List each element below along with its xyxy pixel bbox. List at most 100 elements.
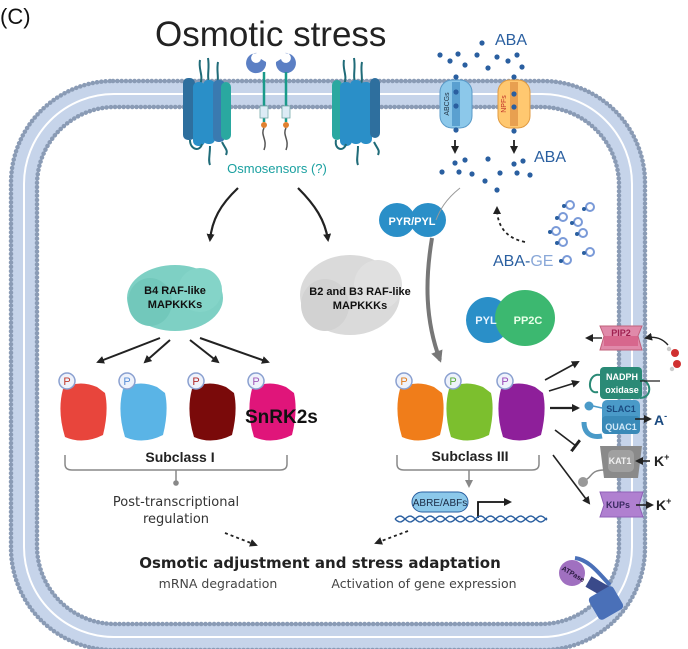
arrow-subclass-i-2 (143, 339, 171, 364)
subclass-iii-target-arrows (544, 361, 591, 505)
phospho-label: P (449, 376, 456, 388)
aba-molecules-inside (439, 156, 533, 193)
quac1-label: QUAC1 (605, 422, 637, 432)
pp2c-label: PP2C (514, 315, 543, 327)
h2o2-molecule (666, 346, 681, 372)
phospho-badge (247, 372, 265, 390)
post-transcriptional-line1: Post-transcriptional (113, 495, 239, 510)
subclass-i-kinase-4: P (247, 372, 296, 441)
kat1-channel: KAT1 K+ (578, 446, 669, 487)
arrow-to-pip2 (544, 361, 580, 381)
pyr-pyl-label: PYR/PYL (388, 216, 435, 228)
subclass-iii-kinase-2: P (444, 372, 493, 441)
panel-label: (C) (0, 4, 31, 29)
aba-ge-label-aba: ABA- (493, 253, 530, 270)
osmosensors-label: Osmosensors (?) (227, 161, 327, 176)
phospho-label: P (501, 376, 508, 388)
subclass-iii-bracket (396, 455, 540, 471)
nadph-label-line2: oxidase (605, 385, 639, 395)
b23-label-line1: B2 and B3 RAF-like (309, 286, 410, 298)
subclass-i-stem-dot (173, 480, 179, 486)
kup-transporter: KUPs K+ (599, 491, 671, 518)
subclass-i-kinase-1: P (58, 372, 107, 441)
kinase-body (60, 383, 107, 441)
pyl-label: PYL (475, 315, 497, 327)
arrow-subclass-i-4 (199, 337, 270, 364)
slac1-quac1-channel: SLAC1 QUAC1 A- (581, 400, 667, 439)
membrane-inner-heads (34, 104, 622, 627)
b23-label-line2: MAPKKKs (333, 300, 387, 312)
aba-ge-anchors (548, 204, 586, 263)
kat1-k-label: K+ (654, 452, 669, 469)
kinase-body (249, 383, 296, 441)
arrow-to-b4-mapkkks (206, 187, 239, 242)
transcription-start-arrow (477, 498, 512, 518)
kup-k-symbol: K (656, 497, 666, 513)
dna-strand-2 (394, 515, 548, 523)
aba-ge-label: ABA-GE (493, 253, 553, 270)
aba-binding-line (435, 187, 461, 221)
h2o2-to-pip2-arrow (644, 332, 669, 346)
outcome-title: Osmotic adjustment and stress adaptation (139, 554, 501, 572)
membrane-channel-left (183, 57, 231, 166)
osmosensor-receptors (246, 52, 296, 151)
abcg-transporter: ABCGs (439, 74, 473, 133)
b23-raf-mapkkks: B2 and B3 RAF-like MAPKKKs (300, 255, 411, 335)
phospho-badge (395, 372, 413, 390)
receptor-right (275, 52, 296, 151)
atpase-pump: ATPase (559, 556, 624, 620)
nadph-label-line1: NADPH (606, 372, 638, 382)
slac1-label: SLAC1 (606, 404, 636, 414)
arrow-pyr-to-subclass-iii (425, 237, 443, 363)
pip2-label: PIP2 (611, 328, 631, 338)
subclass-iii-kinase-3: P (496, 372, 545, 441)
kup-k-charge: + (666, 496, 671, 506)
pyr-pyl-receptor: PYR/PYL (379, 203, 446, 237)
kinase-body (120, 383, 167, 441)
abre-abfs-label: ABRE/ABFs (413, 498, 467, 509)
receptor-left (246, 52, 269, 151)
phospho-label: P (63, 376, 70, 388)
outcome-gene-expression: Activation of gene expression (331, 576, 516, 591)
aba-ge-molecules (551, 200, 595, 265)
diagram-title: Osmotic stress (155, 15, 386, 54)
membrane-outer-heads (8, 78, 648, 649)
kat1-k-charge: + (664, 452, 669, 462)
membrane-midline (23, 93, 633, 638)
b4-to-subclass-i-arrows (96, 337, 270, 364)
b4-label-line2: MAPKKKs (148, 299, 202, 311)
npf-transporter: NPFs (497, 74, 531, 134)
kinase-body (498, 383, 545, 441)
abre-abfs-complex: ABRE/ABFs (411, 491, 469, 513)
snrk2s-label: SnRK2s (245, 407, 318, 428)
phospho-label: P (123, 376, 130, 388)
kinase-body (397, 383, 444, 441)
phospho-label: P (192, 376, 199, 388)
anion-label: A- (654, 411, 667, 428)
arrow-to-b23-mapkkks (297, 187, 332, 242)
phospho-badge (444, 372, 462, 390)
pip2-aquaporin: PIP2 (585, 325, 643, 351)
aba-outside-label: ABA (495, 32, 527, 49)
kup-k-label: K+ (656, 496, 671, 513)
aba-inside-label: ABA (534, 149, 566, 166)
pyl-pp2c-complex: PYL PP2C (466, 290, 555, 346)
arrow-aba-ge-release (493, 206, 526, 243)
phospho-label: P (400, 376, 407, 388)
anion-symbol: A (654, 412, 664, 428)
arrow-to-nadph-oxidase (548, 379, 580, 392)
subclass-i-kinase-3: P (187, 372, 236, 441)
phospho-badge (496, 372, 514, 390)
phospho-badge (118, 372, 136, 390)
aba-ge-label-ge: GE (530, 253, 553, 270)
b4-label-line1: B4 RAF-like (144, 285, 206, 297)
subclass-iii-kinase-1: P (395, 372, 444, 441)
arrow-to-kups (552, 454, 591, 505)
phospho-badge (187, 372, 205, 390)
outcome-mrna-degradation: mRNA degradation (159, 576, 278, 591)
arrow-subclass-i-3 (189, 339, 220, 364)
kat1-k-symbol: K (654, 453, 664, 469)
